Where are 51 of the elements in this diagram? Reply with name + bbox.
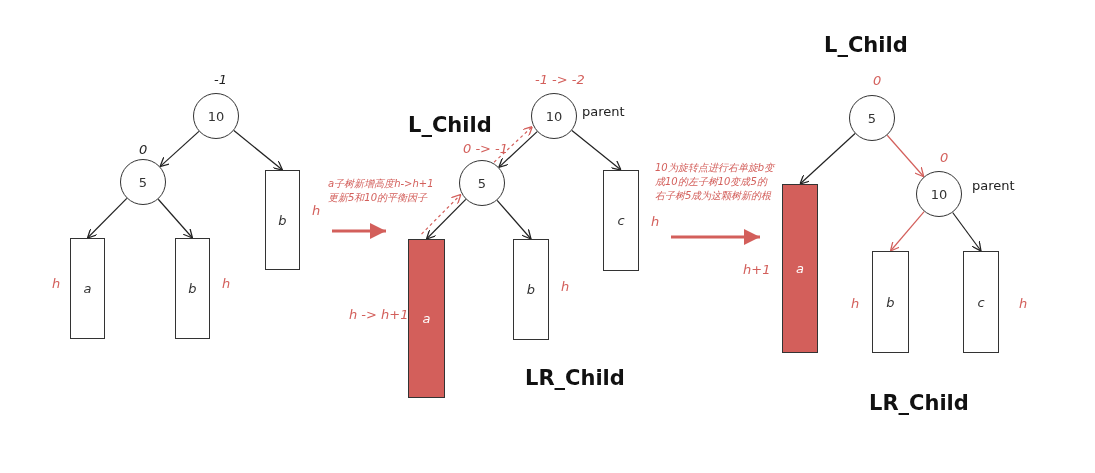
subtree-rectangle: a	[782, 184, 818, 353]
tree-node-circle: 5	[459, 160, 505, 206]
tree-node-circle: 10	[916, 171, 962, 217]
pointer-label: LR_Child	[525, 366, 625, 390]
arrow	[159, 130, 200, 168]
subtree-rectangle: b	[265, 170, 300, 270]
arrow	[498, 131, 538, 168]
balance-factor: -1	[214, 72, 227, 87]
height-label: h+1	[743, 262, 771, 277]
tree-node-circle: 10	[193, 93, 239, 139]
height-label: h	[561, 279, 570, 294]
pointer-label: L_Child	[408, 113, 492, 137]
tree-node-circle: 5	[120, 159, 166, 205]
arrow	[86, 197, 128, 239]
height-label: h	[222, 276, 231, 291]
arrow	[889, 210, 925, 252]
height-label: h	[312, 203, 321, 218]
balance-factor: 0	[940, 150, 949, 165]
height-label: h	[1019, 296, 1028, 311]
edge-label: 10为旋转点进行右单旋b变成10的左子树10变成5的右子树5成为这颗树新的根	[655, 161, 775, 203]
parent-label: parent	[582, 104, 625, 119]
transition-arrow	[332, 223, 386, 239]
pointer-label: LR_Child	[869, 391, 969, 415]
height-label: h	[851, 296, 860, 311]
arrow	[233, 129, 284, 171]
height-label: h	[651, 214, 660, 229]
transition-arrow	[671, 229, 760, 245]
subtree-rectangle: b	[872, 251, 909, 353]
subtree-rectangle: a	[70, 238, 105, 339]
arrow	[571, 129, 622, 171]
arrow	[157, 198, 194, 239]
subtree-rectangle: b	[175, 238, 210, 339]
tree-node-circle: 10	[531, 93, 577, 139]
arrow	[496, 199, 532, 240]
balance-factor: 0	[873, 73, 882, 88]
subtree-rectangle: c	[603, 170, 639, 271]
subtree-rectangle: a	[408, 239, 445, 398]
arrow	[952, 211, 982, 252]
tree-node-circle: 5	[849, 95, 895, 141]
subtree-rectangle: c	[963, 251, 999, 353]
dashed-arrow	[493, 125, 533, 163]
subtree-rectangle: b	[513, 239, 549, 340]
edge-label: a子树新增高度h->h+1更新5和10的平衡因子	[328, 177, 435, 205]
arrow	[799, 132, 856, 185]
height-label: h -> h+1	[349, 307, 409, 322]
balance-factor: -1 -> -2	[535, 72, 585, 87]
parent-label: parent	[972, 178, 1015, 193]
height-label: h	[52, 276, 61, 291]
arrow	[886, 134, 925, 178]
balance-factor: 0	[139, 142, 148, 157]
pointer-label: L_Child	[824, 33, 908, 57]
